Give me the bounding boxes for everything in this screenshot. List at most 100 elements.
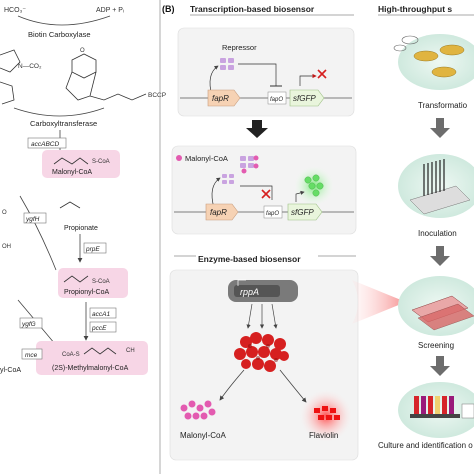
repressor-small-cluster [222, 174, 234, 184]
biotin-carboxylase-label: Biotin Carboxylase [28, 30, 91, 39]
down-arrow-big [246, 120, 268, 138]
petri-dishes [393, 35, 465, 78]
transcription-off-box [177, 27, 355, 117]
malonyl-coa-c-label: Malonyl-CoA [180, 431, 226, 440]
rppa-promoter-arrow [237, 279, 246, 286]
carboxyltransferase-label: Carboxyltransferase [30, 119, 97, 128]
repressor-block-line [238, 63, 277, 86]
fapo-box-1 [267, 91, 287, 105]
blocked-x-icon-1 [317, 69, 327, 79]
sfgfp-label-2: sfGFP [291, 208, 314, 217]
fapo-label-2: fapO [266, 211, 279, 217]
panel-a: HCO₃⁻ ADP + Pᵢ Biotin Carboxylase N—CO₂ … [0, 7, 166, 375]
enzyme-header: Enzyme-based biosensor [198, 254, 301, 264]
product-arrow [279, 369, 307, 403]
malonyl-structure [53, 157, 89, 165]
htp-header: High-throughput s [378, 4, 452, 14]
enzyme-to-screening-arrow [352, 280, 406, 324]
ch-label: CH [126, 348, 135, 354]
multiwell-plate [409, 159, 471, 215]
left-coa-label: yl-CoA [0, 367, 21, 374]
prpe-box [83, 242, 107, 254]
transformation-label: Transformatio [418, 101, 468, 110]
propionyl-structure [63, 275, 89, 283]
culture-tubes [410, 396, 474, 419]
prpe-label: prpE [85, 246, 100, 253]
hco3-label: HCO₃⁻ [4, 7, 26, 14]
repressor-protein-cluster [220, 58, 234, 70]
methylmalonyl-label: (2S)-Methylmalonyl-CoA [52, 365, 129, 372]
fapr-gene-1 [207, 89, 241, 107]
ygfh-label: ygfH [25, 216, 40, 223]
accabcd-label: accABCD [31, 141, 59, 148]
flaviolin-cluster [314, 406, 340, 420]
mce-label: mce [25, 352, 38, 359]
o-label: O [80, 48, 85, 54]
fapr-label-1: fapR [212, 94, 229, 103]
malonyl-coa-box [42, 150, 120, 178]
repressor-bound-cluster [240, 155, 259, 174]
transformation-ellipse [398, 34, 474, 90]
repressor-block-line-2 [240, 185, 273, 200]
panel-b: (B) Transcription-based biosensor High-t… [162, 4, 474, 461]
screening-plates [411, 295, 474, 331]
carboxyltransferase-curve [13, 107, 105, 117]
adp-label: ADP + Pᵢ [96, 7, 124, 14]
malonyl-coa-b-label: Malonyl-CoA [185, 154, 228, 163]
rppa-gene [234, 285, 280, 297]
sfgfp-gene-1 [289, 89, 325, 107]
ygfg-label: ygfG [21, 321, 36, 328]
malonyl-coa-a-label: Malonyl-CoA [52, 169, 92, 176]
ygfg-box [19, 317, 43, 329]
expression-arrows [246, 303, 278, 329]
transcription-arrow-2 [295, 190, 305, 202]
fapr-gene-2 [205, 203, 239, 221]
biotin-structure-left [0, 49, 21, 105]
rppa-label: rppA [240, 287, 259, 297]
panel-b-label: (B) [162, 4, 175, 14]
accabcd-box [27, 137, 67, 149]
acca1-box [89, 307, 117, 319]
propionyl-coa-label: Propionyl-CoA [64, 289, 109, 296]
propionate-structure [59, 201, 81, 209]
ygfh-curve [19, 195, 57, 271]
mce-box [21, 348, 43, 360]
ygfh-box [23, 212, 47, 224]
screening-label: Screening [418, 341, 454, 350]
fapo-box-2 [263, 205, 283, 219]
sfgfp-gene-2 [287, 203, 323, 221]
culture-label: Culture and identification o [378, 441, 473, 450]
flaviolin-label: Flaviolin [309, 431, 338, 440]
substrate-arrow [219, 369, 245, 401]
coa-s-label: CoA-S [62, 352, 80, 358]
arrow-htp-3 [430, 356, 450, 376]
arrow-htp-1 [430, 118, 450, 138]
inoculation-label: Inoculation [418, 229, 457, 238]
biotin-curve [17, 15, 111, 26]
s-coa-label: S-CoA [92, 159, 110, 165]
malonyl-dots-cluster [180, 400, 216, 420]
propionyl-coa-box [58, 268, 128, 298]
pcce-label: pccE [91, 325, 107, 332]
fapo-label-1: fapO [270, 97, 283, 103]
bccp-label: BCCP [148, 92, 166, 99]
blocked-x-icon-2 [261, 189, 271, 199]
left-o-label: O [2, 210, 7, 216]
s-coa-2-label: S-CoA [92, 279, 110, 285]
repressor-label: Repressor [222, 43, 257, 52]
arrow-htp-2 [430, 246, 450, 266]
rppa-enzyme-cluster [234, 332, 289, 372]
co2-label: N—CO₂ [18, 63, 42, 70]
acca1-label: accA1 [92, 311, 110, 318]
left-oh-label: OH [2, 244, 11, 250]
gfp-protein-cluster [304, 174, 324, 197]
transcription-header: Transcription-based biosensor [190, 4, 315, 14]
malonyl-dot [176, 155, 182, 161]
pcce-box [89, 321, 117, 333]
methylmalonyl-box [36, 341, 148, 375]
transcription-arrow-1 [299, 73, 317, 86]
methylmalonyl-structure [83, 347, 117, 355]
biotin-structure-right [65, 53, 147, 101]
rppa-enzyme-shading [248, 344, 278, 362]
